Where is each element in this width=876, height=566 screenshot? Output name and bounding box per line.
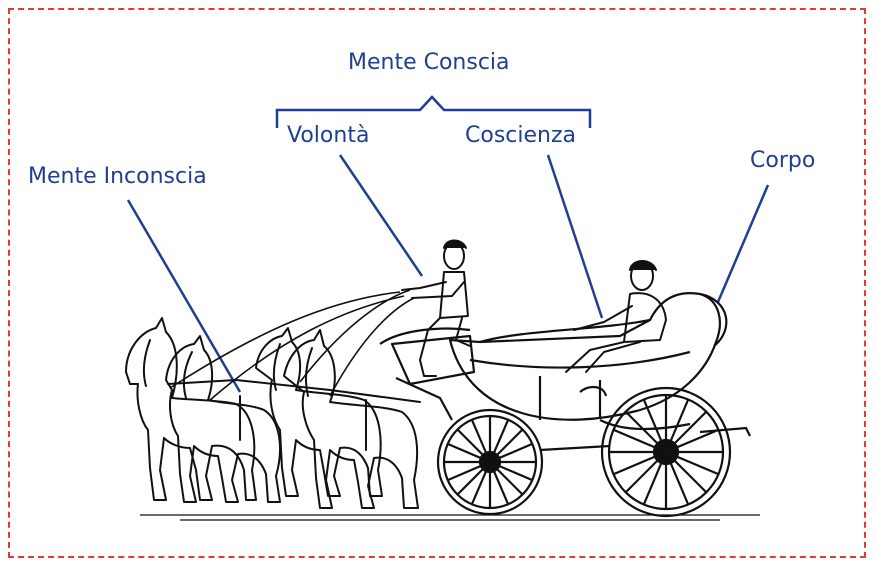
front-wheel bbox=[436, 408, 544, 516]
horse-4 bbox=[283, 329, 419, 509]
driver-seat bbox=[390, 334, 476, 386]
reins bbox=[169, 289, 415, 401]
leader-coscienza bbox=[546, 154, 604, 319]
horse-1 bbox=[125, 317, 257, 501]
carriage-body bbox=[448, 292, 721, 421]
wheels bbox=[436, 386, 751, 518]
label-corpo: Corpo bbox=[750, 148, 816, 173]
horse-2 bbox=[165, 335, 281, 503]
passenger-figure bbox=[565, 260, 667, 373]
leader-inconscia bbox=[126, 199, 242, 393]
label-mente-inconscia: Mente Inconscia bbox=[28, 164, 207, 189]
label-volonta: Volontà bbox=[287, 123, 370, 148]
label-mente-conscia: Mente Conscia bbox=[348, 50, 510, 75]
leader-volonta bbox=[338, 154, 424, 277]
label-coscienza: Coscienza bbox=[465, 123, 576, 148]
dashed-border bbox=[8, 8, 866, 558]
leader-corpo bbox=[716, 184, 770, 303]
rear-wheel bbox=[600, 386, 732, 518]
carriage bbox=[379, 292, 728, 421]
horse-group bbox=[125, 317, 421, 509]
horse-3 bbox=[255, 327, 383, 497]
conscious-bracket bbox=[275, 95, 592, 128]
driver-figure bbox=[401, 239, 471, 377]
